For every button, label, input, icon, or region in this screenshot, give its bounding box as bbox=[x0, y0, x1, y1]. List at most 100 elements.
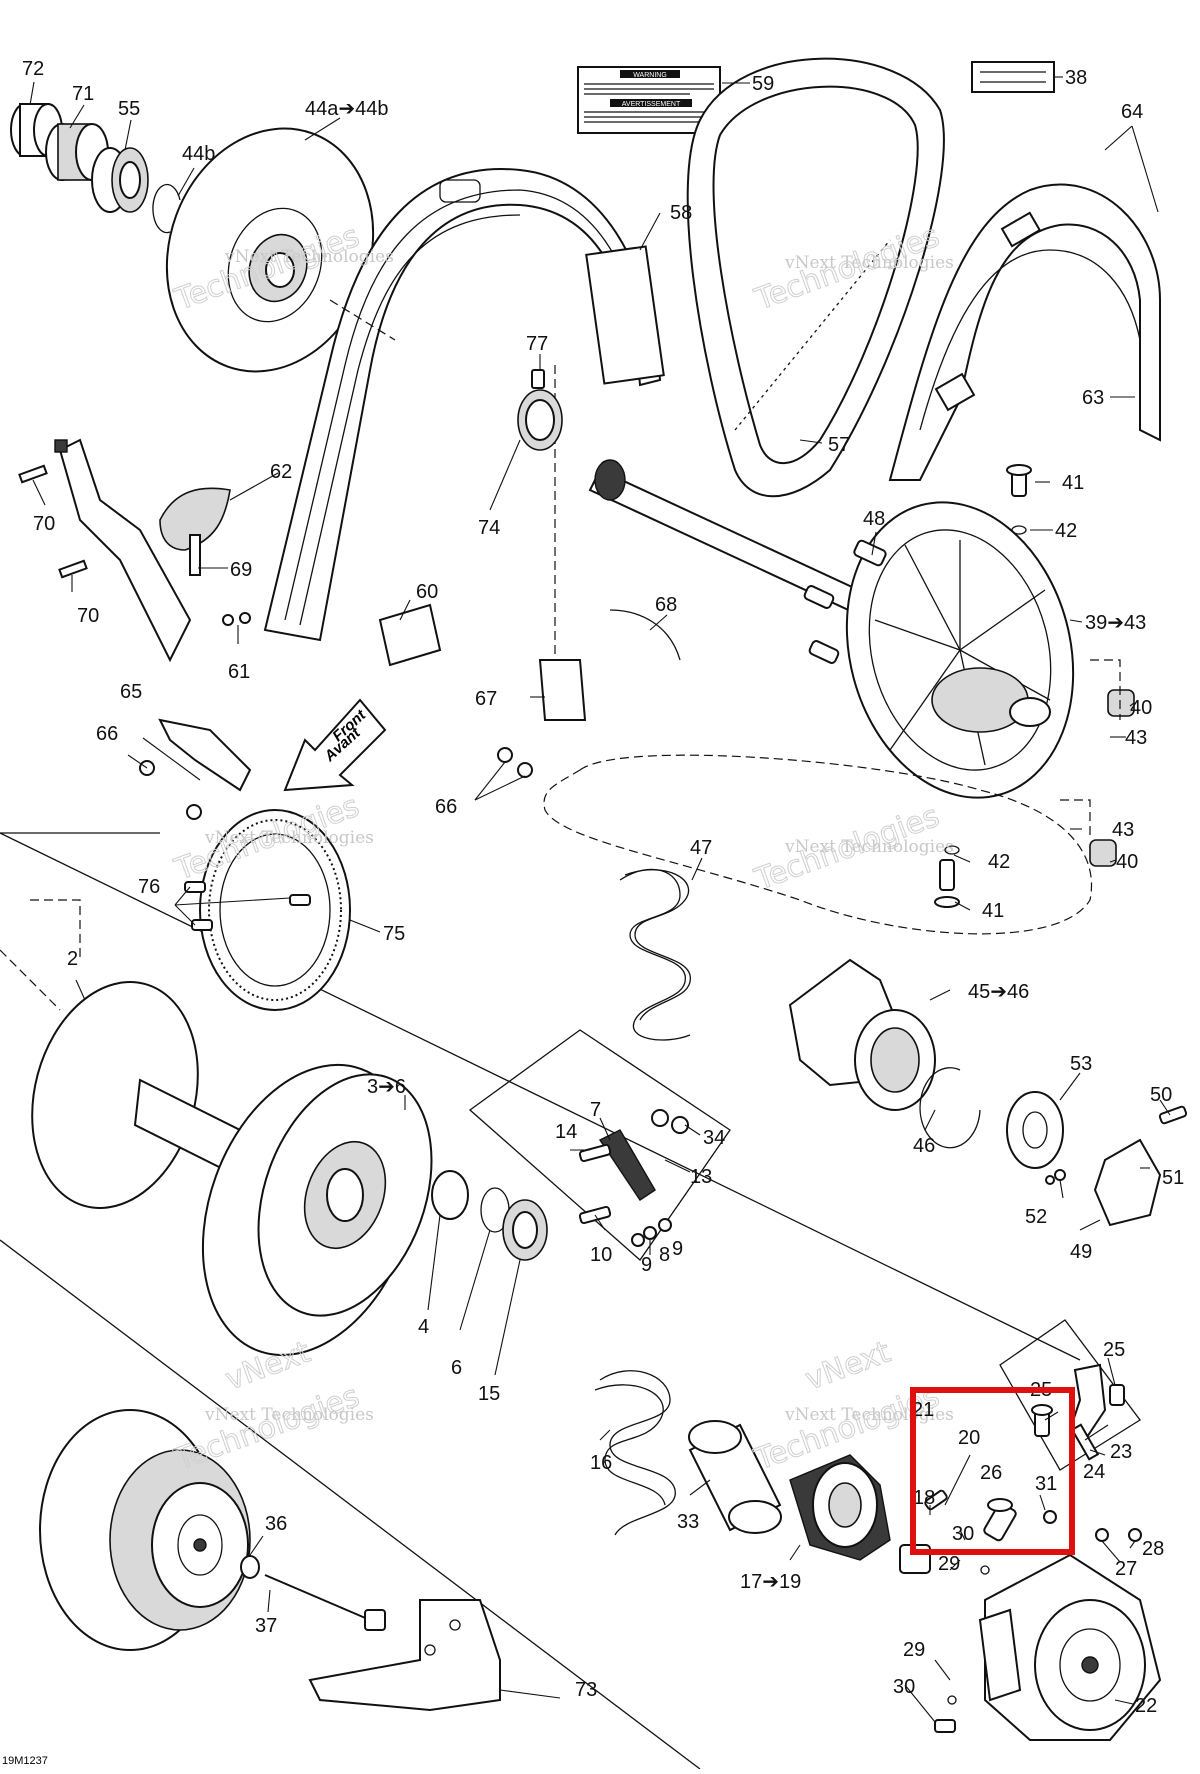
callout-66a: 66 bbox=[96, 723, 118, 745]
callout-9a: 9 bbox=[641, 1254, 652, 1276]
bearing-stack bbox=[10, 103, 181, 234]
svg-text:vNext Technologies: vNext Technologies bbox=[204, 828, 374, 848]
callout-36: 36 bbox=[265, 1513, 287, 1535]
callout-21: 21 bbox=[912, 1399, 934, 1421]
callout-59: 59 bbox=[752, 73, 774, 95]
callout-77: 77 bbox=[526, 333, 548, 355]
callout-28: 28 bbox=[1142, 1538, 1164, 1560]
callout-16: 16 bbox=[590, 1452, 612, 1474]
warning-label: WARNING AVERTISSEMENT bbox=[577, 66, 721, 134]
roller-detail bbox=[899, 1319, 1142, 1574]
cam-assembly bbox=[788, 958, 1064, 1169]
callout-60: 60 bbox=[416, 581, 438, 603]
spring-16 bbox=[594, 1370, 676, 1536]
callout-68: 68 bbox=[655, 594, 677, 616]
callout-13: 13 bbox=[690, 1166, 712, 1188]
callout-38: 38 bbox=[1065, 67, 1087, 89]
callout-41b: 41 bbox=[982, 900, 1004, 922]
movable-sheave bbox=[201, 1063, 433, 1357]
leader-lines bbox=[29, 76, 1171, 1723]
housing-22 bbox=[934, 1553, 1162, 1741]
callout-40b: 40 bbox=[1116, 851, 1138, 873]
callout-61: 61 bbox=[228, 661, 250, 683]
callout-17-19: 17➔19 bbox=[740, 1571, 801, 1593]
callout-4: 4 bbox=[418, 1316, 429, 1338]
belt-guard-bracket bbox=[263, 168, 665, 642]
callout-31: 31 bbox=[1035, 1473, 1057, 1495]
svg-text:WARNING: WARNING bbox=[633, 72, 667, 79]
bushing-33 bbox=[688, 1420, 782, 1534]
callout-44a: 44a➔44b bbox=[305, 98, 389, 120]
flyweight-detail bbox=[468, 1029, 731, 1261]
callout-29a: 29 bbox=[938, 1553, 960, 1575]
callout-6: 6 bbox=[451, 1357, 462, 1379]
callout-15: 15 bbox=[478, 1383, 500, 1405]
callout-70a: 70 bbox=[33, 513, 55, 535]
driven-pulley-assembly bbox=[588, 459, 1135, 908]
callout-9b: 9 bbox=[672, 1238, 683, 1260]
svg-text:vNext: vNext bbox=[801, 1335, 896, 1398]
callout-27: 27 bbox=[1115, 1558, 1137, 1580]
label-38-plate bbox=[971, 61, 1055, 93]
spider-17-19 bbox=[789, 1454, 891, 1561]
callout-25a: 25 bbox=[1103, 1339, 1125, 1361]
callout-34: 34 bbox=[703, 1127, 725, 1149]
callout-20: 20 bbox=[958, 1427, 980, 1449]
callout-30b: 30 bbox=[893, 1676, 915, 1698]
callout-43b: 43 bbox=[1112, 819, 1134, 841]
callout-69: 69 bbox=[230, 559, 252, 581]
callout-33: 33 bbox=[677, 1511, 699, 1533]
callout-41a: 41 bbox=[1062, 472, 1084, 494]
callout-43a: 43 bbox=[1125, 727, 1147, 749]
callout-42b: 42 bbox=[988, 851, 1010, 873]
callout-26: 26 bbox=[980, 1462, 1002, 1484]
svg-text:vNext Technologies: vNext Technologies bbox=[784, 837, 954, 857]
callout-64: 64 bbox=[1121, 101, 1143, 123]
callout-47: 47 bbox=[690, 837, 712, 859]
callout-74: 74 bbox=[478, 517, 500, 539]
mounting-hardware bbox=[18, 369, 681, 820]
ring-gear bbox=[184, 809, 351, 1011]
callout-52: 52 bbox=[1025, 1206, 1047, 1228]
figure-code: 19M1237 bbox=[2, 1755, 48, 1767]
rings-4-6-15 bbox=[431, 1170, 548, 1261]
drive-belt bbox=[686, 57, 945, 498]
callout-49: 49 bbox=[1070, 1241, 1092, 1263]
front-direction-arrow: Front Avant bbox=[283, 698, 387, 792]
svg-text:vNext Technologies: vNext Technologies bbox=[784, 253, 954, 273]
callout-70b: 70 bbox=[77, 605, 99, 627]
callout-67: 67 bbox=[475, 688, 497, 710]
bolt-37 bbox=[240, 1555, 386, 1631]
callout-18: 18 bbox=[913, 1487, 935, 1509]
callout-3-6: 3➔6 bbox=[367, 1076, 406, 1098]
callout-63: 63 bbox=[1082, 387, 1104, 409]
callout-7: 7 bbox=[590, 1099, 601, 1121]
callout-24: 24 bbox=[1083, 1461, 1105, 1483]
callout-58: 58 bbox=[670, 202, 692, 224]
sheave-44a bbox=[165, 127, 375, 373]
callout-72: 72 bbox=[22, 58, 44, 80]
callout-44b: 44b bbox=[182, 143, 215, 165]
callout-14: 14 bbox=[555, 1121, 577, 1143]
callout-46: 46 bbox=[913, 1135, 935, 1157]
boundary-lines bbox=[0, 832, 1081, 1770]
callout-66b: 66 bbox=[435, 796, 457, 818]
callout-22: 22 bbox=[1135, 1695, 1157, 1717]
callout-8: 8 bbox=[659, 1244, 670, 1266]
bracket-49 bbox=[1045, 1105, 1188, 1227]
callout-48: 48 bbox=[863, 508, 885, 530]
svg-text:vNext Technologies: vNext Technologies bbox=[224, 247, 394, 267]
callout-62: 62 bbox=[270, 461, 292, 483]
callout-30a: 30 bbox=[952, 1523, 974, 1545]
svg-text:AVERTISSEMENT: AVERTISSEMENT bbox=[622, 101, 681, 108]
callout-37: 37 bbox=[255, 1615, 277, 1637]
callout-73: 73 bbox=[575, 1679, 597, 1701]
callout-75: 75 bbox=[383, 923, 405, 945]
callout-50: 50 bbox=[1150, 1084, 1172, 1106]
callout-55: 55 bbox=[118, 98, 140, 120]
drive-clutch-assembly bbox=[39, 1409, 251, 1651]
callout-45-46: 45➔46 bbox=[968, 981, 1029, 1003]
highlight-box bbox=[910, 1387, 1075, 1555]
